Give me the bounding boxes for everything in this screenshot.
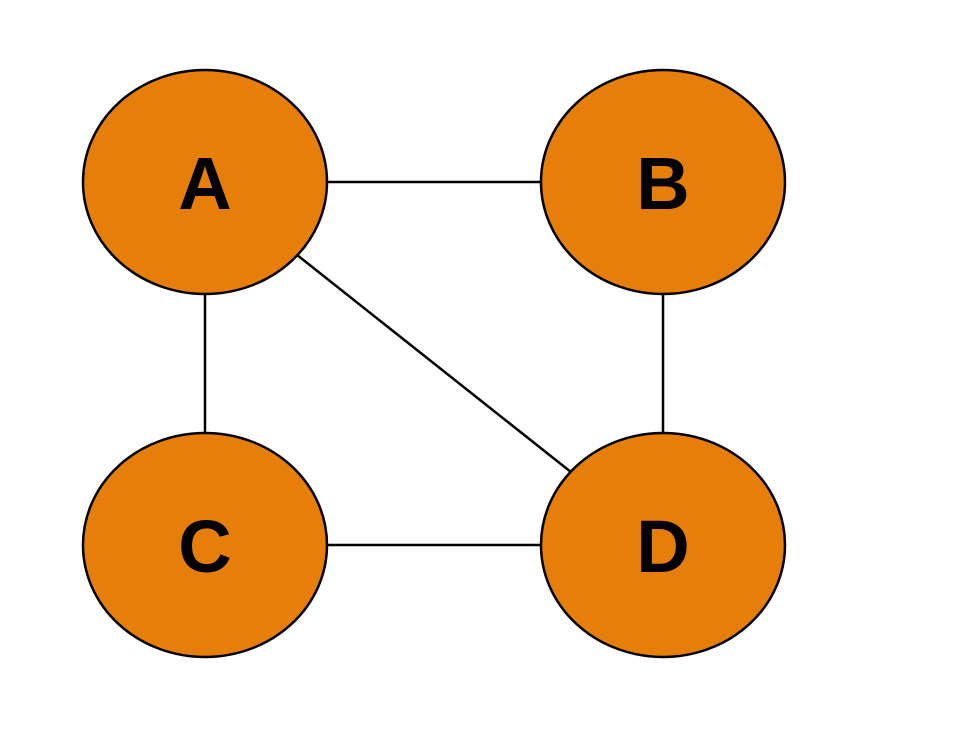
node-circle <box>539 68 787 296</box>
node-label: D <box>636 505 689 588</box>
node-label: A <box>178 142 231 225</box>
node-circle <box>81 431 329 659</box>
node-b: B <box>539 68 787 296</box>
node-c: C <box>81 431 329 659</box>
node-circle <box>539 431 787 659</box>
node-circle <box>81 68 329 296</box>
node-a: A <box>81 68 329 296</box>
node-d: D <box>539 431 787 659</box>
node-label: B <box>636 142 689 225</box>
node-label: C <box>178 505 231 588</box>
nodes: A B C D <box>81 68 787 659</box>
